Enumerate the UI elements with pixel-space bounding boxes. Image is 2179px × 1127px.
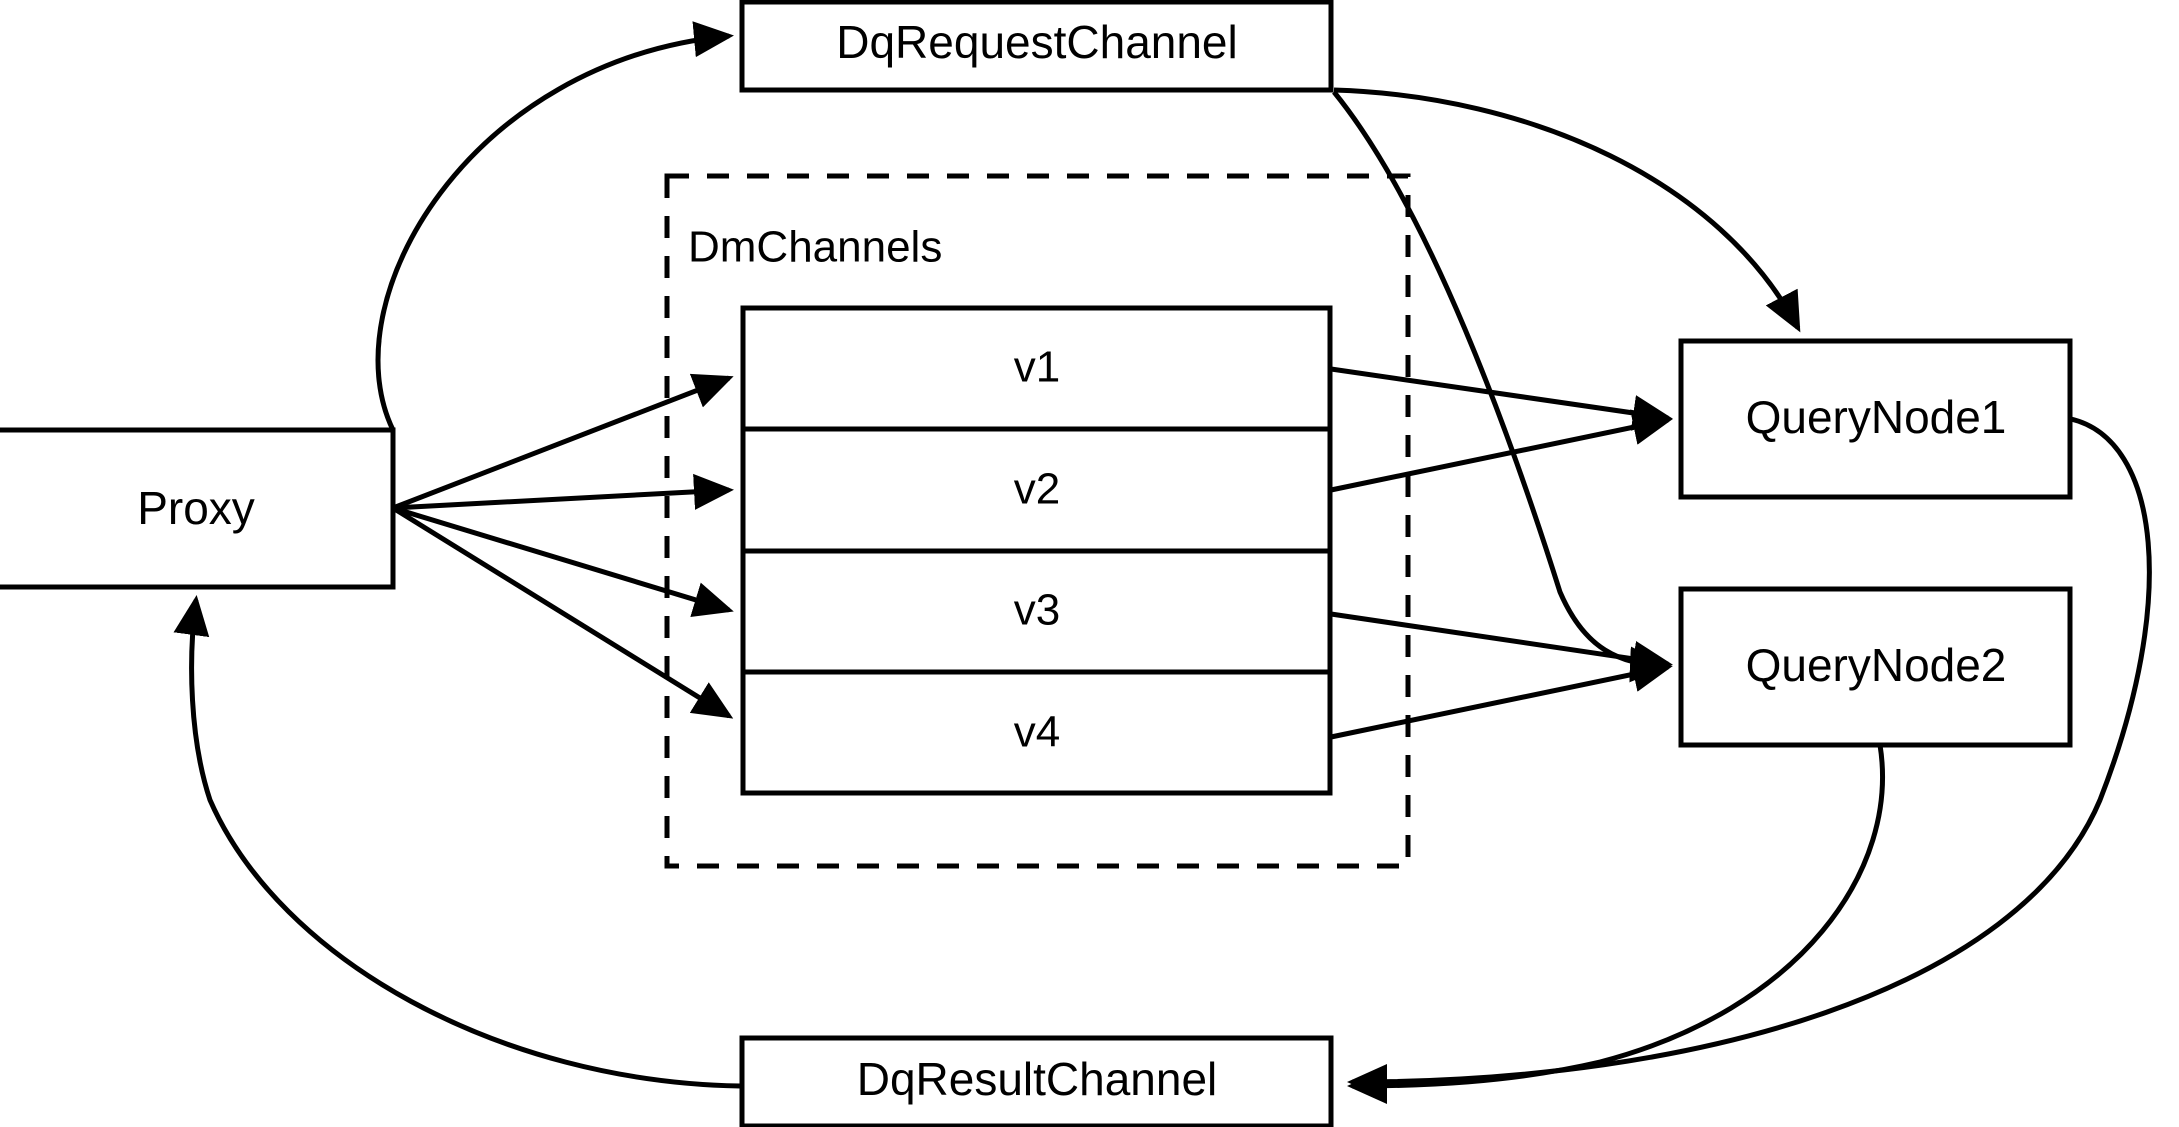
node-query-node-2-box[interactable] (1678, 586, 2073, 748)
edge-proxy-to-v2 (392, 473, 734, 511)
node-query-node-2[interactable]: QueryNode2 (1678, 586, 2073, 748)
edge-dq-request-channel-to-query-node-1 (1333, 87, 1801, 333)
dm-channels-group: DmChannels (664, 173, 1411, 869)
node-query-node-1[interactable]: QueryNode1 (1678, 338, 2073, 500)
v-channel-row-v3-label[interactable]: v3 (1014, 586, 1060, 635)
node-query-node-2-label: QueryNode2 (1746, 639, 2007, 691)
edge-v1-to-query-node-1 (1330, 366, 1673, 431)
node-dq-result-channel[interactable]: DqResultChannel (739, 1035, 1334, 1127)
node-dq-result-channel-box[interactable] (739, 1035, 1334, 1127)
edge-query-node-1-to-dq-result-channel (1347, 416, 2152, 1100)
v-channel-row-v2-label[interactable]: v2 (1014, 465, 1060, 514)
node-query-node-1-box[interactable] (1678, 338, 2073, 500)
edge-v3-to-query-node-2 (1330, 611, 1673, 677)
dm-channels-group-border (664, 173, 1411, 869)
edge-proxy-to-v3 (392, 505, 734, 618)
edge-dq-result-channel-to-proxy (173, 595, 741, 1089)
node-dq-request-channel-box[interactable] (739, 0, 1334, 93)
edge-query-node-2-to-dq-result-channel (1347, 744, 1886, 1104)
edge-proxy-to-v1 (392, 373, 734, 511)
edge-proxy-to-dq-request-channel (375, 21, 734, 432)
node-proxy-box[interactable] (0, 427, 396, 590)
v-channel-row-v1-label[interactable]: v1 (1014, 343, 1060, 392)
edge-proxy-to-v4 (391, 505, 734, 719)
edge-v2-to-query-node-1 (1330, 409, 1673, 493)
node-dq-request-channel-label: DqRequestChannel (836, 16, 1238, 68)
node-query-node-1-label: QueryNode1 (1746, 391, 2007, 443)
dm-channels-group-label: DmChannels (688, 223, 942, 272)
node-dq-result-channel-label: DqResultChannel (857, 1053, 1218, 1105)
node-proxy[interactable]: Proxy (0, 427, 396, 590)
node-proxy-label: Proxy (137, 482, 255, 534)
v-channel-stack: v1 v2 v3 v4 (740, 305, 1333, 796)
node-dq-request-channel[interactable]: DqRequestChannel (739, 0, 1334, 93)
v-channel-row-v4-label[interactable]: v4 (1014, 708, 1060, 757)
edge-v4-to-query-node-2 (1330, 656, 1673, 740)
